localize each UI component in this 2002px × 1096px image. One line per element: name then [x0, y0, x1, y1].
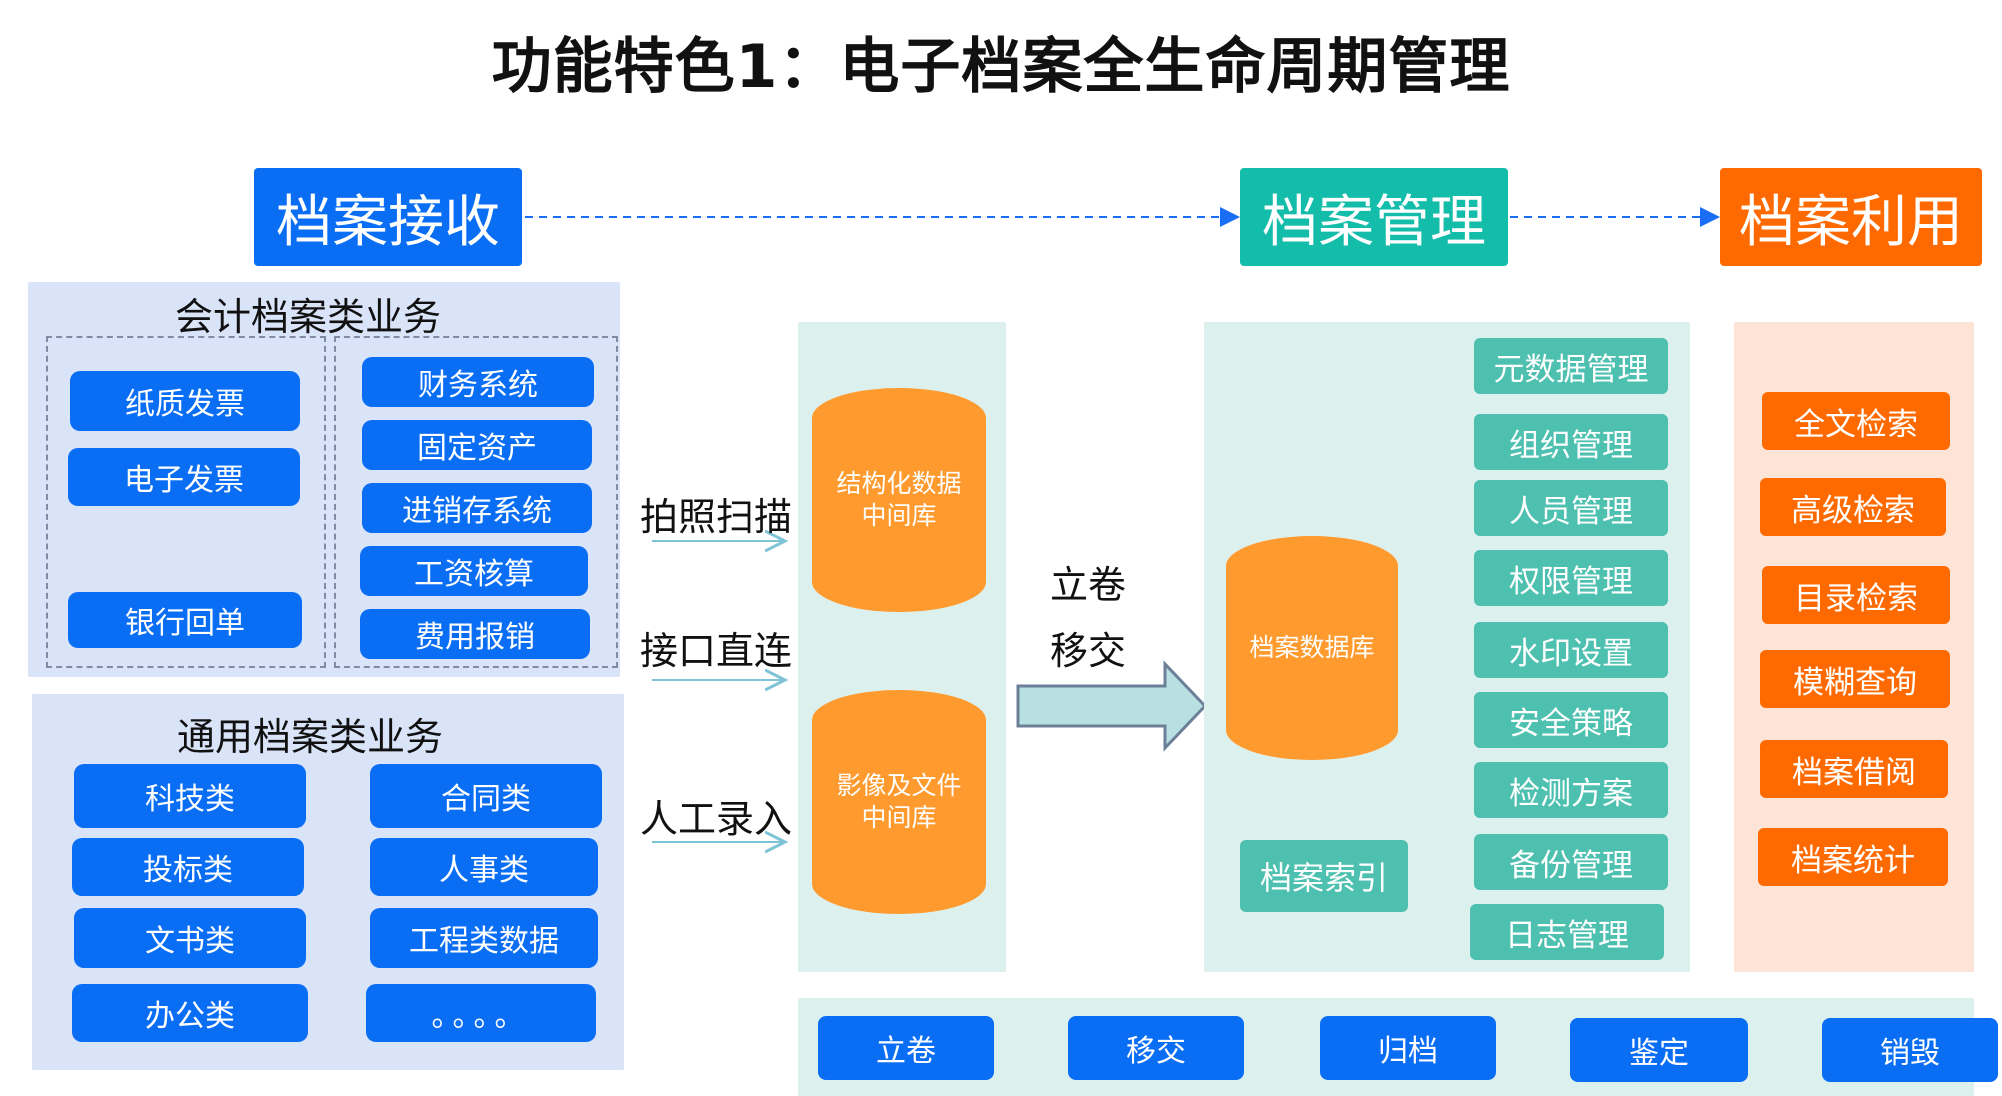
- manage-item-logs[interactable]: 日志管理: [1470, 904, 1664, 960]
- stage-manage: 档案管理: [1240, 168, 1508, 266]
- accounting-item-expense[interactable]: 费用报销: [360, 609, 590, 659]
- manage-item-inspection[interactable]: 检测方案: [1474, 762, 1668, 818]
- accounting-item-e-invoice[interactable]: 电子发票: [68, 448, 300, 506]
- lifecycle-step-destroy[interactable]: 销毁: [1822, 1018, 1998, 1082]
- manage-item-metadata[interactable]: 元数据管理: [1474, 338, 1668, 394]
- use-item-fulltext-search[interactable]: 全文检索: [1762, 392, 1950, 450]
- accounting-item-inventory-system[interactable]: 进销存系统: [362, 483, 592, 533]
- archive-database-label: 档案数据库: [1249, 633, 1375, 662]
- manage-item-watermark[interactable]: 水印设置: [1474, 622, 1668, 678]
- middle-db-structured: 结构化数据中间库: [812, 388, 986, 612]
- lifecycle-step-archive[interactable]: 归档: [1320, 1016, 1496, 1080]
- page-title: 功能特色1：电子档案全生命周期管理: [491, 32, 1511, 102]
- general-item-office[interactable]: 办公类: [72, 984, 308, 1042]
- manage-item-organization[interactable]: 组织管理: [1474, 414, 1668, 470]
- transfer-label-hand-over: 移交: [1050, 629, 1127, 673]
- accounting-left-group: [46, 336, 326, 668]
- ingest-method-scan: 拍照扫描: [640, 495, 793, 539]
- use-item-statistics[interactable]: 档案统计: [1758, 828, 1948, 886]
- accounting-item-paper-invoice[interactable]: 纸质发票: [70, 371, 300, 431]
- archive-index-button[interactable]: 档案索引: [1240, 840, 1408, 912]
- general-item-tech[interactable]: 科技类: [74, 764, 306, 828]
- lifecycle-step-file[interactable]: 立卷: [818, 1016, 994, 1080]
- middle-db-structured-label: 结构化数据中间库: [836, 469, 962, 530]
- lifecycle-step-transfer[interactable]: 移交: [1068, 1016, 1244, 1080]
- manage-item-security-policy[interactable]: 安全策略: [1474, 692, 1668, 748]
- general-item-bidding[interactable]: 投标类: [72, 838, 304, 896]
- general-item-documents[interactable]: 文书类: [74, 908, 306, 968]
- middle-db-media: 影像及文件中间库: [812, 690, 986, 914]
- general-item-hr[interactable]: 人事类: [370, 838, 598, 896]
- accounting-item-finance-system[interactable]: 财务系统: [362, 357, 594, 407]
- accounting-right-group: [334, 336, 618, 668]
- stage-use: 档案利用: [1720, 168, 1982, 266]
- general-item-more[interactable]: 。。。。: [366, 984, 596, 1042]
- manage-item-personnel[interactable]: 人员管理: [1474, 480, 1668, 536]
- use-item-fuzzy-query[interactable]: 模糊查询: [1760, 650, 1950, 708]
- archive-database: 档案数据库: [1226, 536, 1398, 760]
- transfer-arrow: [1016, 660, 1208, 752]
- general-item-contract[interactable]: 合同类: [370, 764, 602, 828]
- general-item-engineering[interactable]: 工程类数据: [370, 908, 598, 968]
- ingest-method-interface: 接口直连: [640, 629, 793, 673]
- use-item-borrow[interactable]: 档案借阅: [1760, 740, 1948, 798]
- stage-receive: 档案接收: [254, 168, 522, 266]
- manage-item-backup[interactable]: 备份管理: [1474, 834, 1668, 890]
- transfer-label-file: 立卷: [1050, 563, 1127, 607]
- manage-item-permissions[interactable]: 权限管理: [1474, 550, 1668, 606]
- accounting-panel-title: 会计档案类业务: [174, 295, 441, 339]
- accounting-item-payroll[interactable]: 工资核算: [360, 546, 588, 596]
- general-panel-title: 通用档案类业务: [176, 715, 443, 759]
- use-item-advanced-search[interactable]: 高级检索: [1760, 478, 1946, 536]
- accounting-item-bank-receipt[interactable]: 银行回单: [68, 592, 302, 648]
- accounting-item-fixed-assets[interactable]: 固定资产: [362, 420, 592, 470]
- use-item-catalog-search[interactable]: 目录检索: [1762, 566, 1950, 624]
- middle-db-media-label: 影像及文件中间库: [836, 771, 962, 832]
- ingest-method-manual: 人工录入: [640, 797, 793, 841]
- lifecycle-step-appraise[interactable]: 鉴定: [1570, 1018, 1748, 1082]
